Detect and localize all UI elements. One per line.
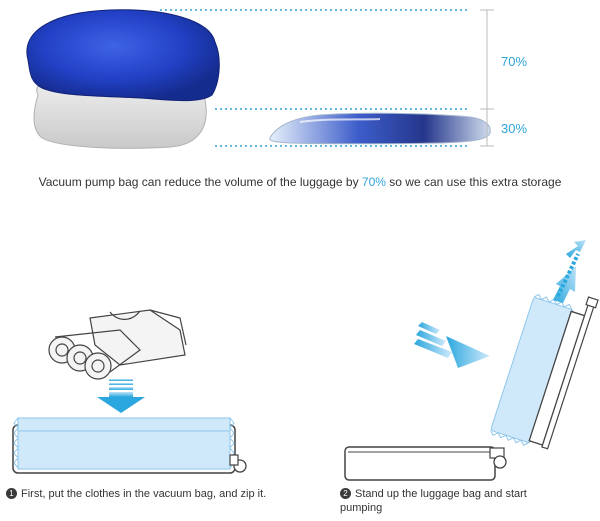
step2-label: 2 Stand up the luggage bag and start pumpi… bbox=[340, 487, 527, 515]
compression-illustration bbox=[26, 9, 494, 149]
suitcase-base bbox=[344, 446, 507, 481]
pump-double-arrow bbox=[553, 240, 586, 303]
step1-number: 1 bbox=[6, 488, 17, 499]
down-arrow bbox=[97, 379, 145, 413]
step1-illustration bbox=[12, 309, 247, 474]
push-arrow bbox=[414, 322, 490, 368]
suitcase-lid bbox=[490, 293, 599, 450]
step1-label: 1 First, put the clothes in the vacuum ba… bbox=[6, 487, 266, 501]
step2-number: 2 bbox=[340, 488, 351, 499]
percent-30-label: 30% bbox=[501, 121, 528, 136]
volume-caption: Vacuum pump bag can reduce the volume of… bbox=[0, 175, 600, 189]
height-guides bbox=[160, 9, 468, 147]
measure-bracket bbox=[480, 9, 494, 147]
step2-text-line2: pumping bbox=[340, 502, 383, 514]
caption-highlight: 70% bbox=[361, 175, 386, 189]
suitcase-open bbox=[12, 417, 247, 474]
percent-70-label: 70% bbox=[501, 54, 528, 69]
folded-clothes bbox=[48, 309, 187, 380]
step1-text: First, put the clothes in the vacuum bag… bbox=[21, 488, 267, 500]
blue-pillow bbox=[26, 9, 220, 102]
caption-text: Vacuum pump bag can reduce the volume of… bbox=[38, 175, 362, 189]
step2-text-line1: Stand up the luggage bag and start bbox=[355, 488, 527, 500]
caption-text-end: so we can use this extra storage bbox=[385, 175, 562, 189]
